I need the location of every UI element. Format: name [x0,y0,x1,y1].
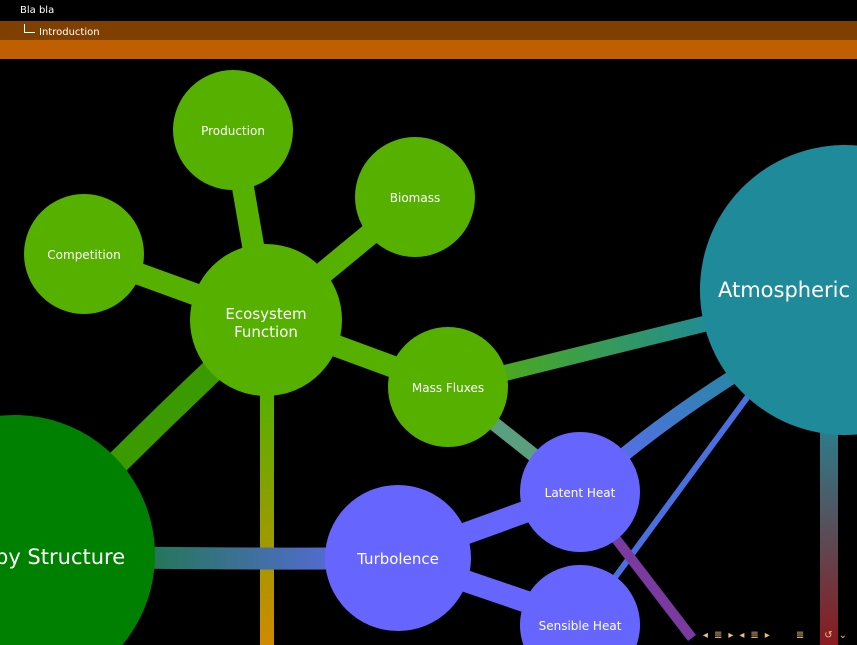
header-section-bar: Bla bla [0,0,857,21]
node-atmospheric[interactable]: Atmospheric E [699,145,857,435]
svg-text:Biomass: Biomass [390,191,440,205]
svg-text:Competition: Competition [47,248,120,262]
svg-text:Sensible Heat: Sensible Heat [539,619,622,633]
header-bar [0,40,857,59]
connector-atmospheric-down [820,400,838,645]
node-production[interactable]: Production [173,70,293,190]
node-latent-heat[interactable]: Latent Heat [520,432,640,552]
node-canopy[interactable]: py Structure [0,414,155,645]
svg-text:Function: Function [234,323,298,341]
node-biomass[interactable]: Biomass [355,137,475,257]
svg-text:Latent Heat: Latent Heat [545,486,616,500]
svg-text:Turbolence: Turbolence [356,550,439,568]
undo-icon[interactable]: ↺ [824,630,833,641]
toc-icon[interactable]: ≣ [795,630,805,641]
beamer-navigation: ◂ ≣ ▸ ◂ ≣ ▸ ≣ ↺ ⌄ [703,630,847,641]
node-competition[interactable]: Competition [24,194,144,314]
node-sensible-heat[interactable]: Sensible Heat [520,565,640,645]
node-mass-fluxes[interactable]: Mass Fluxes [388,327,508,447]
connector-ecosystem-down [260,390,274,645]
section-title[interactable]: Bla bla [20,5,55,16]
node-turbolence[interactable]: Turbolence [325,485,471,631]
subsection-icon[interactable]: ≣ [750,630,759,641]
subsection-title[interactable]: Introduction [24,24,100,38]
svg-text:Atmospheric E: Atmospheric E [718,278,857,302]
svg-text:Production: Production [201,124,265,138]
frame-icon[interactable]: ≣ [713,630,723,641]
prev-section-icon[interactable]: ◂ [739,630,745,641]
prev-slide-icon[interactable]: ◂ [702,630,708,641]
search-icon[interactable]: ⌄ [838,630,847,641]
subsection-label: Introduction [39,27,100,38]
connector-ecosystem-children [80,128,452,398]
svg-text:Mass Fluxes: Mass Fluxes [412,381,484,395]
header-subsection-bar: Introduction [0,21,857,40]
tree-branch-icon [24,24,35,33]
svg-text:py Structure: py Structure [0,545,125,569]
next-slide-icon[interactable]: ▸ [728,630,734,641]
next-section-icon[interactable]: ▸ [764,630,770,641]
svg-text:Ecosystem: Ecosystem [225,305,306,323]
